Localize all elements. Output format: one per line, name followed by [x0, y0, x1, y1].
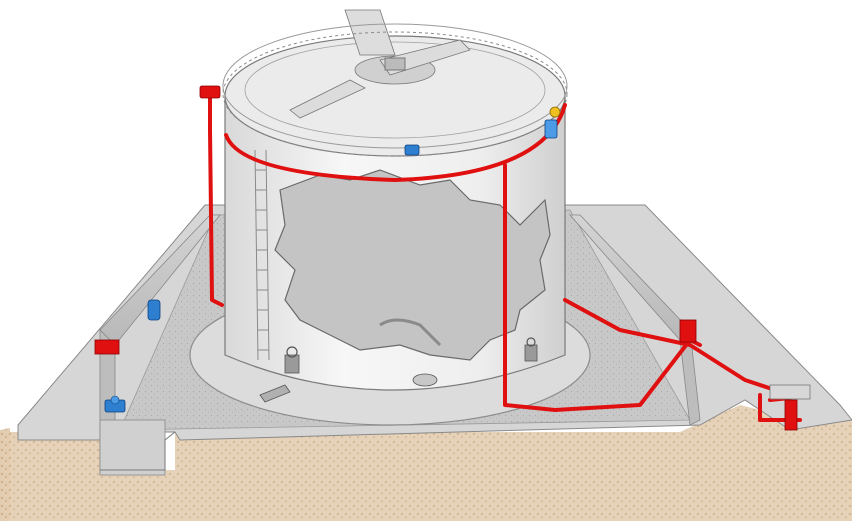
tank-cutaway [274, 169, 551, 361]
roof-hatch [384, 57, 406, 71]
valve-icon [259, 337, 538, 403]
manhole [412, 373, 438, 387]
sprinkler-ring-icon [549, 106, 561, 118]
foam-chamber-icon [94, 85, 811, 431]
hydrant-box [769, 384, 811, 400]
roof-platform [289, 9, 471, 119]
sump-pit [99, 419, 166, 476]
roof-guard-rail [222, 31, 568, 157]
ladder-icon [254, 149, 270, 361]
hydrant-icon [104, 119, 558, 413]
internal-pipe [379, 318, 442, 347]
